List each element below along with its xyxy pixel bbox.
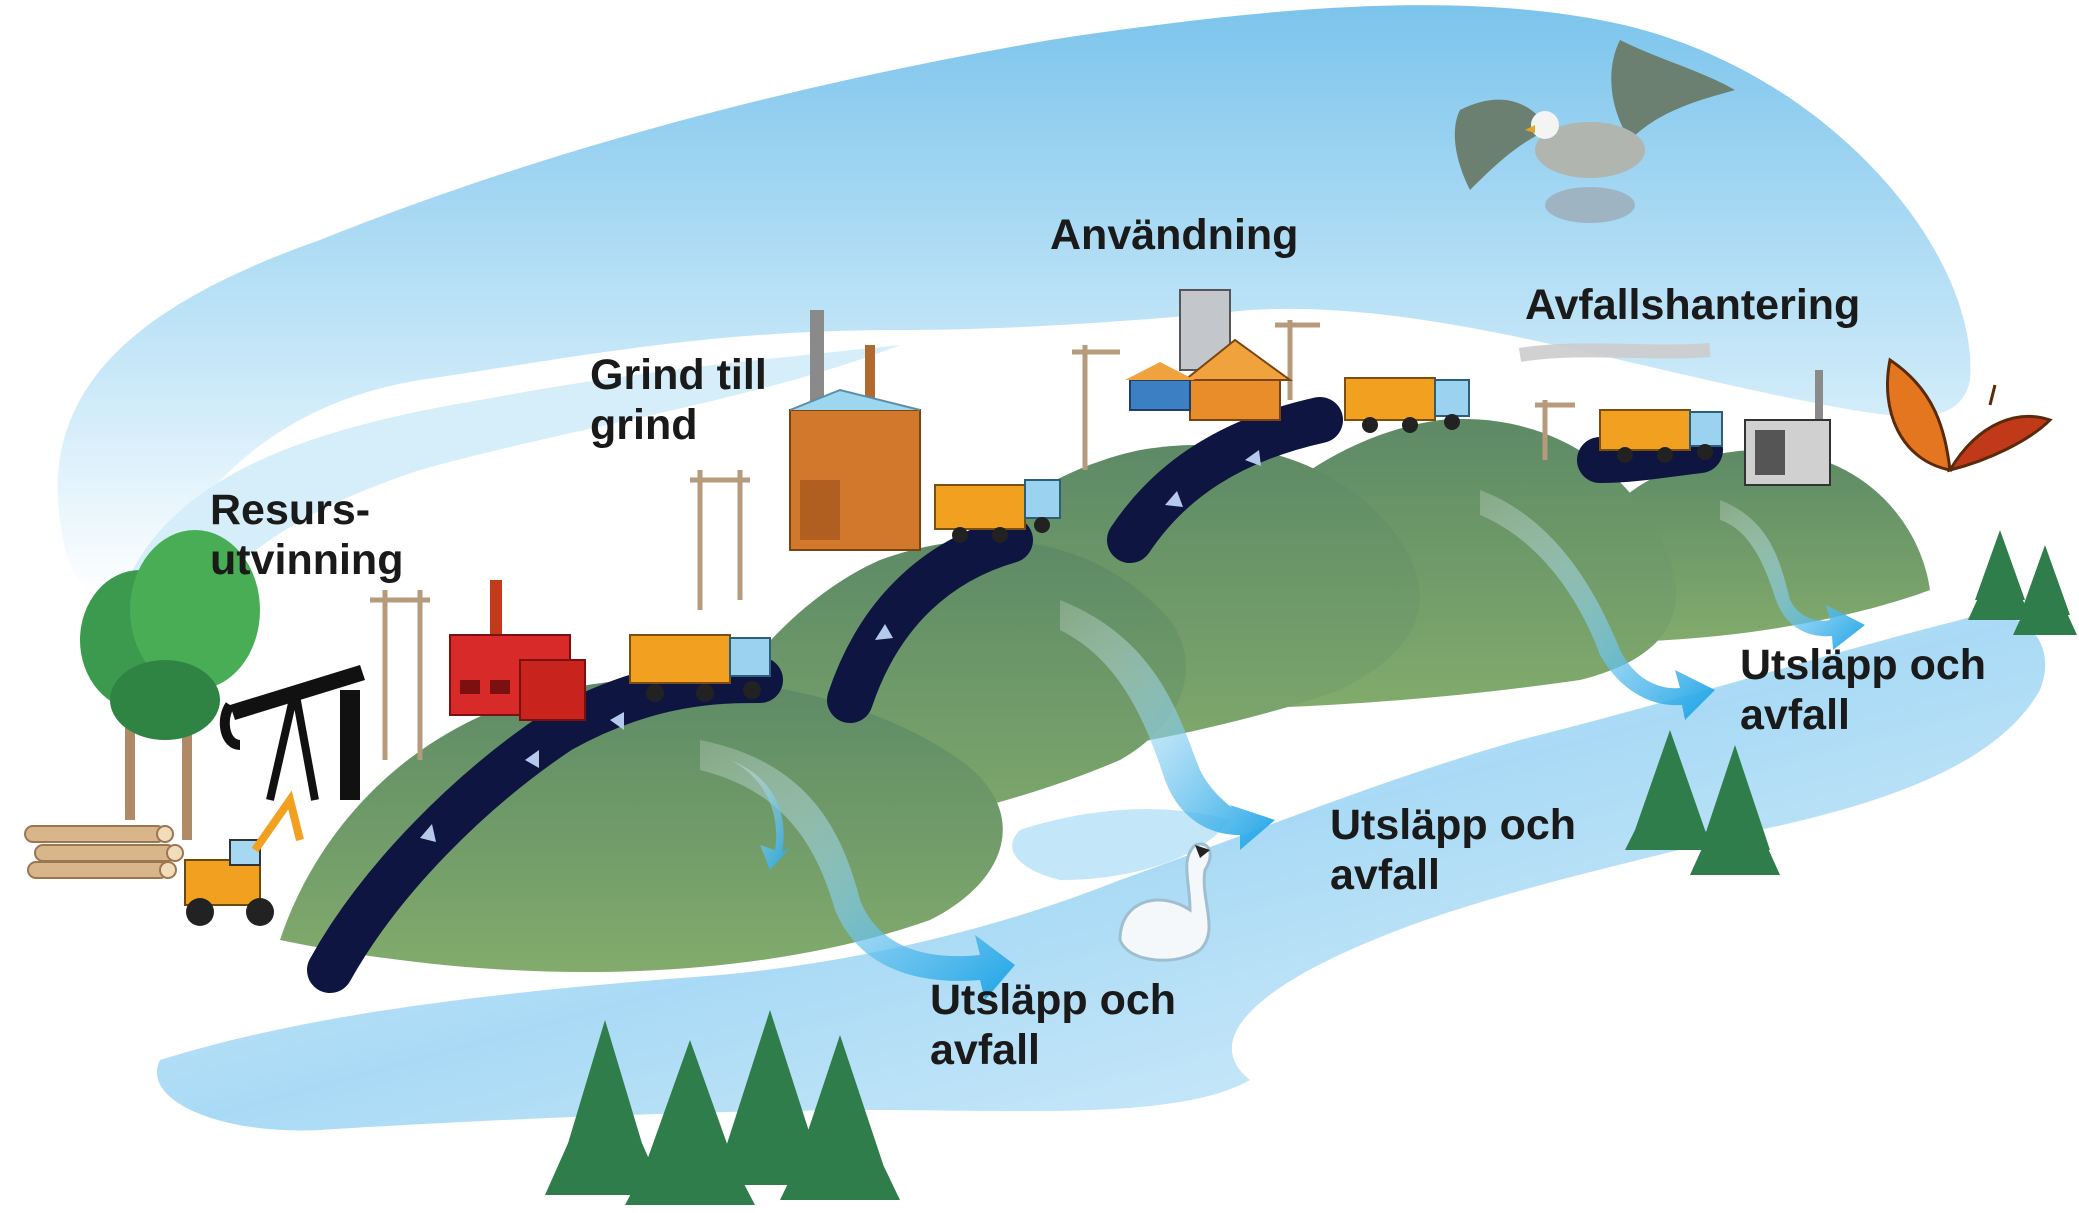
swan-icon xyxy=(1118,842,1212,962)
label-emissions-right: Utsläpp och avfall xyxy=(1740,640,1986,740)
road-arrows xyxy=(420,450,1261,842)
label-use: Användning xyxy=(1050,210,1298,260)
butterfly-icon xyxy=(1886,357,2053,473)
label-gate-to-gate-line2: grind xyxy=(590,401,698,449)
river-branch xyxy=(1012,809,1230,880)
deciduous-tree-icon xyxy=(80,530,260,840)
road-arrow-icon xyxy=(875,624,893,640)
emission-arrow xyxy=(730,760,790,870)
bird-icon xyxy=(1454,40,1735,223)
spruce-tree-icon xyxy=(1968,530,2032,620)
emission-arrows xyxy=(700,490,1865,1000)
label-emissions-left-line2: avfall xyxy=(930,1026,1040,1074)
spruce-tree-icon xyxy=(780,1035,900,1200)
truck-icon xyxy=(934,479,1061,543)
spruce-trees-bottom xyxy=(545,1010,900,1205)
road-arrow-icon xyxy=(420,824,436,842)
power-pole-icon xyxy=(370,320,1575,760)
label-waste-management: Avfallshantering xyxy=(1525,280,1860,330)
emission-arrow xyxy=(1480,490,1715,720)
label-emissions-middle: Utsläpp och avfall xyxy=(1330,800,1576,900)
emission-arrow xyxy=(700,740,1015,1000)
label-emissions-right-line2: avfall xyxy=(1740,691,1850,739)
spruce-tree-icon xyxy=(1690,745,1780,875)
truck-icon xyxy=(629,634,771,702)
sky-cloud-lower xyxy=(118,345,900,650)
truck-icon xyxy=(1344,377,1470,433)
label-gate-to-gate: Grind till grind xyxy=(590,350,767,450)
label-resource-extraction-line1: Resurs- xyxy=(210,486,371,534)
oil-pump-icon xyxy=(219,665,365,801)
factory-icon xyxy=(449,485,586,721)
factory-icon xyxy=(789,310,921,551)
label-resource-extraction-line2: utvinning xyxy=(210,536,404,584)
road-arrow-icon xyxy=(1165,491,1183,507)
emission-arrow xyxy=(1060,600,1275,850)
truck-icon xyxy=(1599,409,1723,463)
label-waste-management-text: Avfallshantering xyxy=(1525,281,1861,329)
label-resource-extraction: Resurs- utvinning xyxy=(210,485,403,585)
house-icon xyxy=(1125,289,1294,421)
spruce-tree-icon xyxy=(710,1010,830,1185)
label-use-text: Användning xyxy=(1050,211,1299,259)
log-pile-icon xyxy=(24,825,184,879)
road-arrow-icon xyxy=(525,750,539,768)
spruce-trees-right xyxy=(1625,530,2077,875)
spruce-tree-icon xyxy=(2013,545,2077,635)
river xyxy=(156,614,2046,1131)
road-arrow-icon xyxy=(1245,450,1261,466)
road-arrow-icon xyxy=(610,712,624,730)
spruce-tree-icon xyxy=(1625,730,1715,850)
label-emissions-middle-line2: avfall xyxy=(1330,851,1440,899)
incinerator-icon xyxy=(1518,343,1831,486)
hill-0 xyxy=(280,678,1003,973)
label-gate-to-gate-line1: Grind till xyxy=(590,351,767,399)
label-emissions-middle-line1: Utsläpp och xyxy=(1330,801,1577,849)
label-emissions-left-line1: Utsläpp och xyxy=(930,976,1177,1024)
road xyxy=(307,397,1723,993)
spruce-tree-icon xyxy=(545,1020,665,1195)
label-emissions-right-line1: Utsläpp och xyxy=(1740,641,1987,689)
label-emissions-left: Utsläpp och avfall xyxy=(930,975,1176,1075)
forest-machine-icon xyxy=(184,790,304,926)
emission-arrow xyxy=(1720,500,1865,650)
